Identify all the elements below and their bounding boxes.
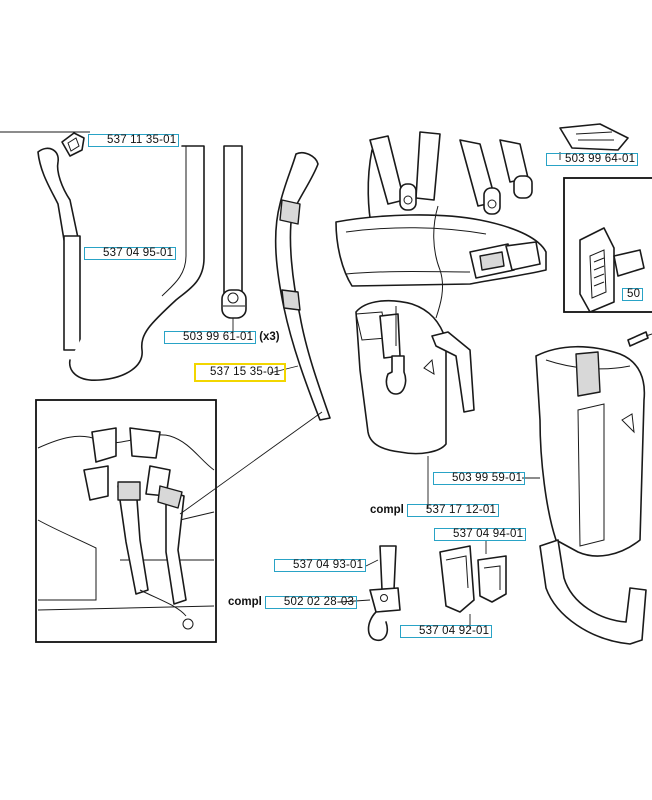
part-hook-502-02-28[interactable] xyxy=(339,545,401,642)
callout-503-99-61-01[interactable]: 503 99 61-01(x3) xyxy=(164,331,280,344)
callout-50-right-edge[interactable]: 50 xyxy=(622,288,644,301)
part-small-bolt[interactable] xyxy=(627,331,652,347)
callout-537-11-35-01[interactable]: 537 11 35-01 xyxy=(88,134,180,147)
part-curved-strap-537-15-35[interactable] xyxy=(269,151,331,421)
part-strap-buckle-503-99-61[interactable] xyxy=(221,145,247,333)
callout-537-04-93-01[interactable]: 537 04 93-01 xyxy=(274,559,367,572)
part-u-bracket[interactable] xyxy=(539,539,647,645)
inset-detail-box xyxy=(35,399,323,643)
part-hip-pad-503-99-59[interactable] xyxy=(522,345,646,557)
callout-503-99-64-01[interactable]: 503 99 64-01 xyxy=(546,153,639,166)
callout-537-04-92-01[interactable]: 537 04 92-01 xyxy=(400,625,493,638)
part-shoulder-strap-537-04-95[interactable] xyxy=(37,145,205,381)
part-shoulder-pad-503-99-64[interactable] xyxy=(559,123,629,160)
callout-537-04-94-01[interactable]: 537 04 94-01 xyxy=(434,528,527,541)
part-harness-assembly-537-17-12[interactable] xyxy=(335,131,547,508)
callout-503-99-59-01[interactable]: 503 99 59-01 xyxy=(433,472,526,485)
part-buckle-clip-537-11-35[interactable] xyxy=(61,132,85,157)
part-buckle-detail-box[interactable] xyxy=(563,177,652,313)
callout-537-04-95-01[interactable]: 537 04 95-01 xyxy=(84,247,177,260)
callout-537-15-35-01[interactable]: 537 15 35-01 xyxy=(194,363,287,382)
part-clip-pair-537-04-94[interactable] xyxy=(439,540,507,613)
